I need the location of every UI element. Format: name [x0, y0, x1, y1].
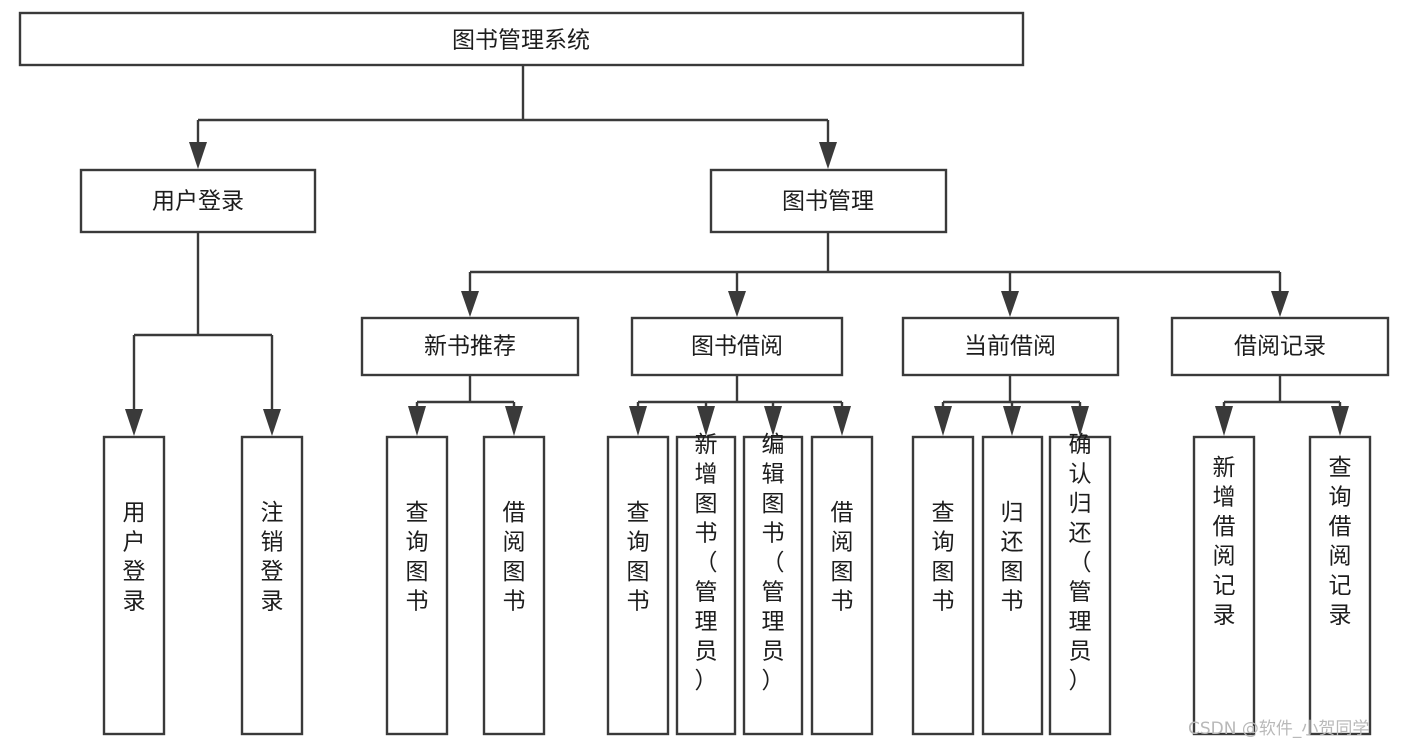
leaf-node-current-confirm-return[interactable]: 确认归还（管理员）	[1048, 432, 1112, 736]
arrowhead-book-manage	[819, 142, 837, 169]
leaf-label-borrow-edit-book: 编辑图书（管理员）	[762, 432, 785, 694]
arrowhead-recommend-leaf-1	[408, 406, 426, 436]
leaf-box-recommend-query-book	[385, 435, 449, 736]
leaf-label-borrow-query-book: 查询图书	[627, 500, 650, 615]
arrowhead-user-login	[189, 142, 207, 169]
leaf-box-current-return-book	[981, 435, 1044, 736]
leaf-box-recommend-borrow-book	[482, 435, 546, 736]
leaf-box-record-add	[1192, 435, 1256, 736]
leaf-label-current-confirm-return: 确认归还（管理员）	[1069, 432, 1092, 694]
leaf-node-recommend-borrow-book[interactable]: 借阅图书	[482, 435, 546, 736]
node-box-borrow-record	[1170, 316, 1390, 377]
arrowhead-new-book-recommend	[461, 291, 479, 317]
node-label-book-borrow: 图书借阅	[691, 334, 783, 360]
arrowhead-current-leaf-1	[934, 406, 952, 436]
leaf-box-borrow-edit-book	[742, 435, 804, 736]
arrowhead-leaf-user-login	[125, 409, 143, 436]
leaf-node-borrow-add-book[interactable]: 新增图书（管理员）	[675, 432, 737, 736]
connector-layer	[125, 65, 1349, 436]
leaf-box-record-query	[1308, 435, 1372, 736]
node-label-book-manage: 图书管理	[782, 189, 874, 215]
leaf-box-borrow-borrow-book	[810, 435, 874, 736]
leaf-box-borrow-query-book	[606, 435, 670, 736]
node-box-new-book-recommend	[360, 316, 580, 377]
arrowhead-borrow-record	[1271, 291, 1289, 317]
node-box-book-manage	[709, 168, 948, 234]
arrowhead-borrow-leaf-4	[833, 406, 851, 436]
arrowhead-borrow-leaf-3	[764, 406, 782, 436]
node-book-borrow[interactable]: 图书借阅	[630, 316, 844, 377]
leaf-label-logout: 注销登录	[261, 500, 284, 615]
node-box-current-borrow	[901, 316, 1120, 377]
arrowhead-book-borrow	[728, 291, 746, 317]
arrowhead-current-leaf-3	[1071, 406, 1089, 436]
node-user-login[interactable]: 用户登录	[79, 168, 317, 234]
arrowhead-leaf-logout	[263, 409, 281, 436]
arrowhead-borrow-leaf-1	[629, 406, 647, 436]
leaf-label-record-query: 查询借阅记录	[1329, 455, 1352, 629]
leaf-label-recommend-borrow-book: 借阅图书	[503, 500, 526, 615]
leaf-box-user-login	[102, 435, 166, 736]
arrowhead-record-leaf-1	[1215, 406, 1233, 436]
leaf-box-current-query-book	[911, 435, 975, 736]
leaf-label-recommend-query-book: 查询图书	[406, 500, 429, 615]
leaf-label-record-add: 新增借阅记录	[1213, 455, 1236, 629]
leaf-node-logout[interactable]: 注销登录	[240, 435, 304, 736]
leaf-node-record-add[interactable]: 新增借阅记录	[1192, 435, 1256, 736]
node-book-manage[interactable]: 图书管理	[709, 168, 948, 234]
leaf-box-current-confirm-return	[1048, 435, 1112, 736]
leaf-box-logout	[240, 435, 304, 736]
node-label-current-borrow: 当前借阅	[964, 334, 1056, 360]
node-box-user-login	[79, 168, 317, 234]
leaf-node-borrow-edit-book[interactable]: 编辑图书（管理员）	[742, 432, 804, 736]
node-label-root: 图书管理系统	[452, 28, 590, 54]
leaf-node-current-query-book[interactable]: 查询图书	[911, 435, 975, 736]
leaf-node-record-query[interactable]: 查询借阅记录	[1308, 435, 1372, 736]
leaf-label-current-return-book: 归还图书	[1001, 500, 1024, 615]
leaf-node-borrow-query-book[interactable]: 查询图书	[606, 435, 670, 736]
leaf-label-current-query-book: 查询图书	[932, 500, 955, 615]
node-label-user-login: 用户登录	[152, 189, 244, 215]
leaf-node-user-login[interactable]: 用户登录	[102, 435, 166, 736]
node-new-book-recommend[interactable]: 新书推荐	[360, 316, 580, 377]
arrowhead-current-borrow	[1001, 291, 1019, 317]
node-root-system[interactable]: 图书管理系统	[18, 11, 1025, 67]
arrowhead-borrow-leaf-2	[697, 406, 715, 436]
node-label-borrow-record: 借阅记录	[1234, 334, 1326, 360]
leaf-node-recommend-query-book[interactable]: 查询图书	[385, 435, 449, 736]
leaf-label-borrow-add-book: 新增图书（管理员）	[695, 432, 718, 694]
leaf-node-borrow-borrow-book[interactable]: 借阅图书	[810, 435, 874, 736]
node-box-root	[18, 11, 1025, 67]
node-label-new-book-recommend: 新书推荐	[424, 334, 516, 360]
node-current-borrow[interactable]: 当前借阅	[901, 316, 1120, 377]
arrowhead-record-leaf-2	[1331, 406, 1349, 436]
arrowhead-current-leaf-2	[1003, 406, 1021, 436]
node-borrow-record[interactable]: 借阅记录	[1170, 316, 1390, 377]
node-box-book-borrow	[630, 316, 844, 377]
leaf-label-user-login: 用户登录	[123, 500, 146, 615]
leaf-node-current-return-book[interactable]: 归还图书	[981, 435, 1044, 736]
leaf-label-borrow-borrow-book: 借阅图书	[831, 500, 854, 615]
leaf-box-borrow-add-book	[675, 435, 737, 736]
arrowhead-recommend-leaf-2	[505, 406, 523, 436]
